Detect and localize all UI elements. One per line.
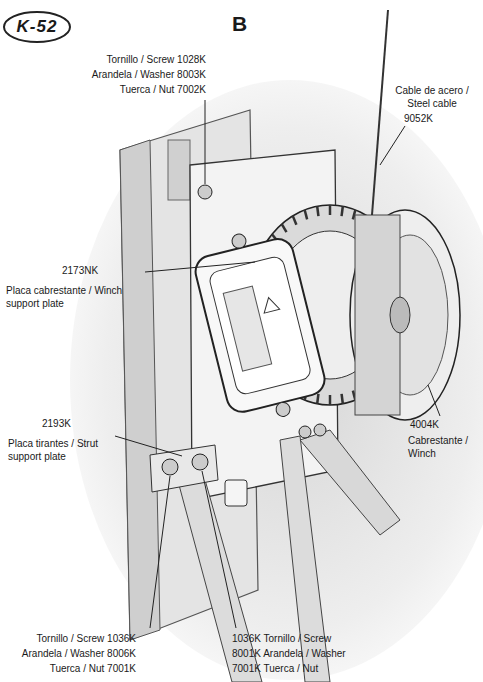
drum-axle [390, 297, 410, 333]
motor-bolt [275, 401, 292, 418]
gear-tooth [293, 216, 297, 225]
bolt [198, 185, 212, 199]
plate-sticker [225, 480, 247, 506]
bolt [162, 459, 178, 475]
winch-drum [350, 210, 460, 420]
gear-tooth [329, 395, 332, 405]
gear-tooth [317, 394, 318, 404]
part-label: 1036K Tornillo / Screw [232, 632, 331, 645]
winch-motor [189, 222, 332, 429]
part-label: Tuerca / Nut 7002K [120, 83, 206, 96]
strut-support-plate [150, 445, 218, 492]
strut [300, 430, 400, 535]
callout-number: 9052K [404, 112, 433, 125]
callout-number: 2193K [42, 417, 71, 430]
gear-tooth [317, 206, 318, 216]
part-label: Placa cabrestante / Winch support plate [6, 284, 126, 310]
gear-tooth [329, 205, 332, 215]
callout-number: 4004K [410, 418, 439, 431]
bolt [299, 426, 311, 438]
section-title: B [232, 12, 247, 36]
part-label: Arandela / Washer 8006K [22, 647, 136, 660]
part-label: Tuerca / Nut 7001K [50, 662, 136, 675]
gear-tooth [282, 224, 287, 232]
background-haze [70, 80, 483, 680]
logo-oval [4, 12, 70, 42]
strut [280, 436, 330, 682]
part-label: 7001K Tuerca / Nut [232, 662, 318, 675]
part-label: Cable de acero / Steel cable [390, 84, 474, 110]
leader-lines [115, 100, 440, 628]
motor-cover [208, 255, 312, 396]
mast-slot [168, 140, 190, 200]
motor-bolt [231, 233, 248, 250]
callout-number: 2173NK [62, 264, 98, 277]
gear-tooth [342, 206, 343, 216]
gear-tooth [342, 394, 343, 404]
motor-label [223, 286, 271, 371]
brand-logo: K-52 [8, 17, 66, 37]
part-label: Tornillo / Screw 1028K [107, 53, 207, 66]
steel-cable [372, 10, 388, 215]
part-label: Arandela / Washer 8003K [92, 68, 206, 81]
part-label: Tornillo / Screw 1036K [37, 632, 137, 645]
bolt [314, 424, 326, 436]
bolt [192, 454, 208, 470]
part-label: Placa tirantes / Strut support plate [8, 437, 118, 463]
gear-tooth [305, 210, 307, 220]
motor-housing [192, 236, 328, 415]
warning-symbol [261, 296, 280, 313]
part-label: Cabrestante / Winch [408, 434, 480, 460]
part-label: 8001K Arandela / Washer [232, 647, 346, 660]
mast-edge [120, 140, 160, 640]
